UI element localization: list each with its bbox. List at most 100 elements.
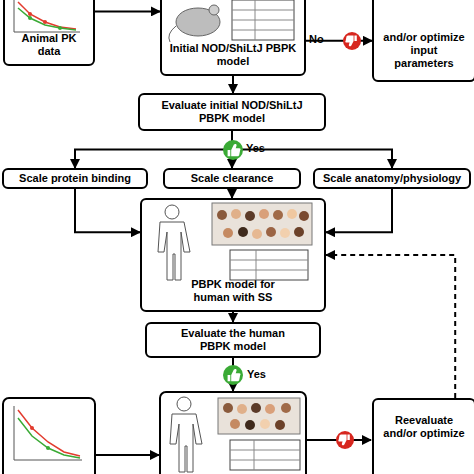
data-point bbox=[28, 12, 32, 16]
human-illustration bbox=[170, 397, 202, 472]
icon-circle bbox=[343, 32, 361, 50]
dashed-connector bbox=[326, 255, 455, 398]
mouse-illustration bbox=[169, 5, 220, 42]
table-rule bbox=[255, 0, 256, 40]
crowd-face bbox=[259, 209, 269, 219]
crowd-face bbox=[287, 209, 297, 219]
thumbs-down-icon bbox=[343, 32, 361, 50]
node-text: Scale anatomy/physiology bbox=[323, 172, 461, 185]
data-point bbox=[28, 16, 32, 20]
crowd-face bbox=[237, 404, 247, 414]
reevaluate-box: Reevaluate and/or optimize bbox=[372, 398, 474, 474]
pk-curve bbox=[18, 418, 80, 458]
crowd-face bbox=[251, 403, 261, 413]
population-image bbox=[218, 398, 300, 434]
node-text: and/or optimize input parameters bbox=[380, 31, 468, 70]
connector-arrow bbox=[306, 40, 372, 42]
node-text: Initial NOD/ShiLtJ PBPK model bbox=[168, 42, 298, 68]
connector-arrow bbox=[75, 131, 232, 168]
pk-curve bbox=[18, 2, 76, 29]
crowd-face bbox=[217, 210, 227, 220]
edge-label: Yes bbox=[246, 142, 265, 154]
connector-arrow bbox=[232, 131, 392, 168]
mouse-body bbox=[176, 8, 220, 36]
connector-arrow bbox=[75, 189, 140, 232]
connector-arrow bbox=[232, 76, 234, 93]
thumb-glyph bbox=[345, 35, 357, 46]
pk-curve bbox=[18, 410, 80, 456]
crowd-frame bbox=[218, 398, 300, 434]
node-text: PBPK model for human with SS bbox=[187, 278, 279, 304]
human-illustration bbox=[158, 205, 190, 280]
pk-curve bbox=[18, 8, 76, 30]
crowd-face bbox=[260, 419, 270, 429]
connector-arrow bbox=[231, 189, 233, 198]
process-box: Scale protein binding bbox=[2, 168, 148, 189]
node-text: Evaluate the human PBPK model bbox=[177, 327, 289, 353]
table-rule bbox=[254, 440, 255, 470]
node-text: Scale clearance bbox=[191, 172, 274, 185]
data-point bbox=[58, 26, 62, 30]
crowd-face bbox=[280, 228, 290, 238]
crowd-face bbox=[273, 210, 283, 220]
population-image bbox=[212, 203, 312, 245]
node-text: Animal PK data bbox=[9, 32, 89, 58]
data-point bbox=[46, 446, 50, 450]
model-table bbox=[232, 0, 294, 40]
thumbs-up-icon bbox=[223, 140, 243, 160]
node-text: Scale protein binding bbox=[19, 172, 131, 185]
connector-arrow bbox=[326, 189, 392, 232]
node-text: Reevaluate and/or optimize bbox=[382, 414, 466, 440]
human-body bbox=[158, 222, 190, 280]
icon-circle bbox=[223, 365, 243, 385]
table-rule bbox=[256, 250, 257, 280]
node-text: Evaluate initial NOD/ShiLtJ PBPK model bbox=[146, 99, 318, 125]
crowd-face bbox=[231, 209, 241, 219]
data-point bbox=[43, 20, 47, 24]
crowd-face bbox=[245, 211, 255, 221]
connector-arrow bbox=[95, 10, 160, 12]
model-table bbox=[230, 440, 300, 470]
data-box: Animal PK data bbox=[3, 0, 95, 66]
process-box: Evaluate initial NOD/ShiLtJ PBPK model bbox=[138, 93, 326, 131]
process-box: Scale clearance bbox=[163, 168, 301, 189]
icon-circle bbox=[336, 431, 354, 449]
crowd-face bbox=[223, 403, 233, 413]
crowd-face bbox=[245, 420, 255, 430]
crowd-face bbox=[252, 229, 262, 239]
model-box: Initial NOD/ShiLtJ PBPK model bbox=[160, 0, 306, 76]
thumbs-up-icon bbox=[223, 365, 243, 385]
crowd-face bbox=[238, 227, 248, 237]
mouse-tail bbox=[169, 26, 176, 42]
pk-chart bbox=[14, 0, 80, 32]
table-rule bbox=[230, 450, 300, 451]
mouse-ear bbox=[209, 5, 219, 15]
connector-arrow bbox=[232, 312, 234, 322]
chart-axis bbox=[14, 460, 82, 461]
chart-axis bbox=[14, 0, 15, 32]
crowd-face bbox=[266, 227, 276, 237]
thumb-glyph bbox=[338, 434, 350, 445]
process-box: Scale anatomy/physiology bbox=[313, 168, 471, 189]
pk-chart bbox=[14, 406, 82, 460]
table-rule bbox=[230, 260, 308, 261]
icon-circle bbox=[223, 140, 243, 160]
flow-arrow bbox=[232, 358, 234, 391]
table-frame bbox=[232, 0, 294, 40]
human-head bbox=[177, 397, 191, 411]
model-table bbox=[230, 250, 308, 280]
data-point bbox=[30, 426, 34, 430]
crowd-face bbox=[294, 227, 304, 237]
reevaluate-box: and/or optimize input parameters bbox=[372, 0, 474, 82]
edge-label: No bbox=[309, 33, 324, 45]
crowd-face bbox=[223, 228, 233, 238]
flow-arrow bbox=[306, 439, 371, 441]
thumbs-down-icon bbox=[336, 431, 354, 449]
crowd-face bbox=[299, 211, 309, 221]
chart-axis bbox=[14, 406, 15, 460]
thumb-glyph bbox=[228, 144, 241, 156]
